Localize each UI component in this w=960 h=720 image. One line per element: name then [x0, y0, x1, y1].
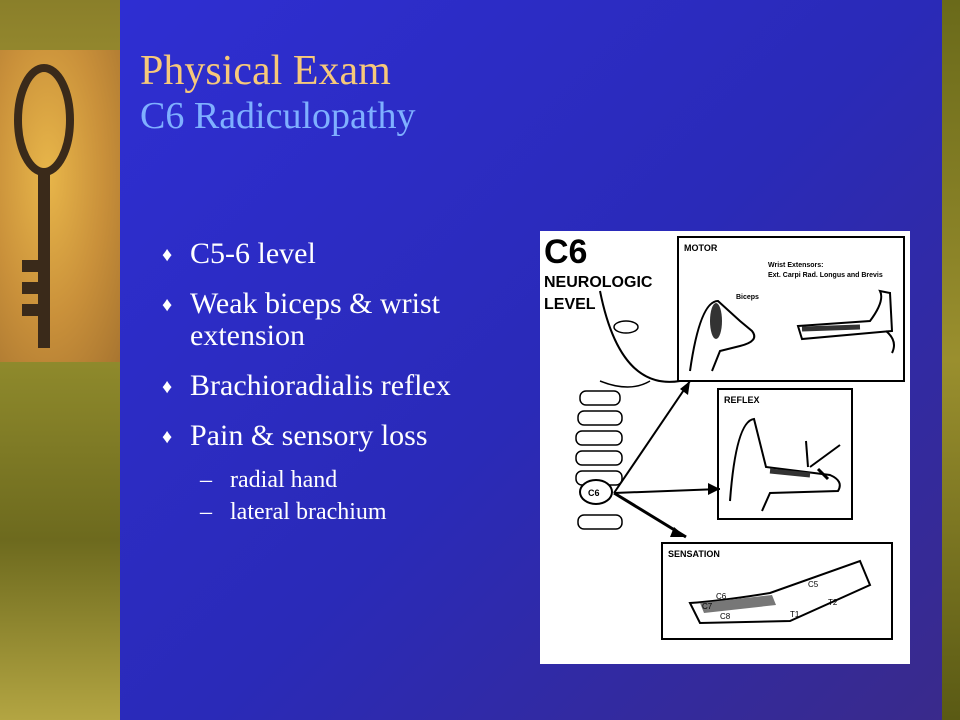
motor-panel — [677, 236, 905, 382]
mouth-drawing — [599, 380, 651, 388]
diamond-bullet-icon: ♦ — [162, 294, 173, 316]
dermatome-label: C5 — [808, 580, 819, 589]
diagram-heading-line2: NEUROLOGIC — [544, 274, 653, 291]
reflex-response-arrow-icon — [816, 467, 830, 481]
dermatome-label: T1 — [790, 610, 800, 619]
bullet-item: ♦ Weak biceps & wrist extension — [160, 288, 520, 352]
bullet-text: C5-6 level — [190, 237, 316, 270]
arm-flexion-drawing — [689, 299, 756, 372]
right-decorative-band — [942, 0, 960, 720]
antique-key-image — [0, 50, 120, 362]
motion-arrow-icon — [885, 330, 895, 354]
c6-nerve-root-marker — [579, 479, 613, 505]
reflex-label: REFLEX — [724, 395, 760, 405]
arrow-head-icon — [670, 527, 686, 537]
sensation-label: SENSATION — [668, 549, 720, 559]
dermatome-label: C6 — [716, 592, 727, 601]
wrist-extension-drawing — [796, 289, 894, 341]
diagram-heading: C6 — [544, 233, 587, 271]
sub-bullet-text: lateral brachium — [230, 499, 387, 525]
sub-bullet-item: – lateral brachium — [190, 496, 520, 528]
bullet-text: Pain & sensory loss — [190, 419, 428, 452]
c6-dermatome-shading — [700, 595, 776, 613]
key-icon — [14, 64, 74, 348]
c6-spine-label: C6 — [588, 488, 600, 498]
wrist-extensors-label: Wrist Extensors: — [768, 262, 824, 269]
wrist-extensors-muscle-label: Ext. Carpi Rad. Longus and Brevis — [768, 272, 883, 279]
diamond-bullet-icon: ♦ — [162, 244, 173, 266]
motor-label: MOTOR — [684, 243, 718, 253]
diamond-bullet-icon: ♦ — [162, 376, 173, 398]
face-outline-drawing — [599, 290, 681, 383]
dash-bullet-icon: – — [200, 499, 212, 525]
bullet-item: ♦ Brachioradialis reflex — [160, 370, 520, 402]
dermatome-label: C7 — [702, 602, 713, 611]
reflex-panel — [717, 388, 853, 520]
title-subtitle: C6 Radiculopathy — [140, 95, 416, 137]
diagram-heading-line3: LEVEL — [544, 296, 596, 313]
bullet-text: Brachioradialis reflex — [190, 369, 451, 402]
arrow-head-icon — [708, 483, 720, 495]
reflex-hammer-arrow-icon — [805, 440, 809, 468]
bullet-item: ♦ Pain & sensory loss – radial hand – la… — [160, 420, 520, 528]
cervical-spine-drawing — [575, 390, 623, 530]
diamond-bullet-icon: ♦ — [162, 426, 173, 448]
sensation-arm-drawing — [688, 559, 872, 625]
c6-neurologic-level-diagram: C6 NEUROLOGIC LEVEL MOTOR Wrist Extensor… — [540, 231, 910, 664]
reflex-hammer-icon — [809, 444, 841, 468]
biceps-label: Biceps — [736, 294, 759, 301]
dash-bullet-icon: – — [200, 467, 212, 493]
arrow-to-reflex — [613, 488, 721, 494]
dermatome-label: T2 — [828, 598, 838, 607]
eye-drawing — [613, 320, 639, 334]
brachioradialis-drawing — [769, 468, 811, 478]
arrow-head-icon — [680, 381, 690, 395]
arrow-to-motor — [613, 380, 691, 494]
bullet-item: ♦ C5-6 level — [160, 238, 520, 270]
bullet-text: Weak biceps & wrist extension — [190, 287, 441, 352]
diagram-illustration: C6 NEUROLOGIC LEVEL MOTOR Wrist Extensor… — [544, 233, 905, 640]
reflex-arm-drawing — [729, 417, 841, 512]
sensation-panel — [661, 542, 893, 640]
dermatome-label: C8 — [720, 612, 731, 621]
sub-bullet-list: – radial hand – lateral brachium — [190, 464, 520, 528]
sub-bullet-item: – radial hand — [190, 464, 520, 496]
biceps-muscle-drawing — [710, 303, 722, 339]
title-main: Physical Exam — [140, 48, 391, 94]
bullet-list: ♦ C5-6 level ♦ Weak biceps & wrist exten… — [160, 238, 520, 546]
slide-title: Physical Exam C6 Radiculopathy — [140, 48, 900, 138]
wrist-extensor-muscle-drawing — [801, 324, 861, 332]
sub-bullet-text: radial hand — [230, 467, 338, 493]
